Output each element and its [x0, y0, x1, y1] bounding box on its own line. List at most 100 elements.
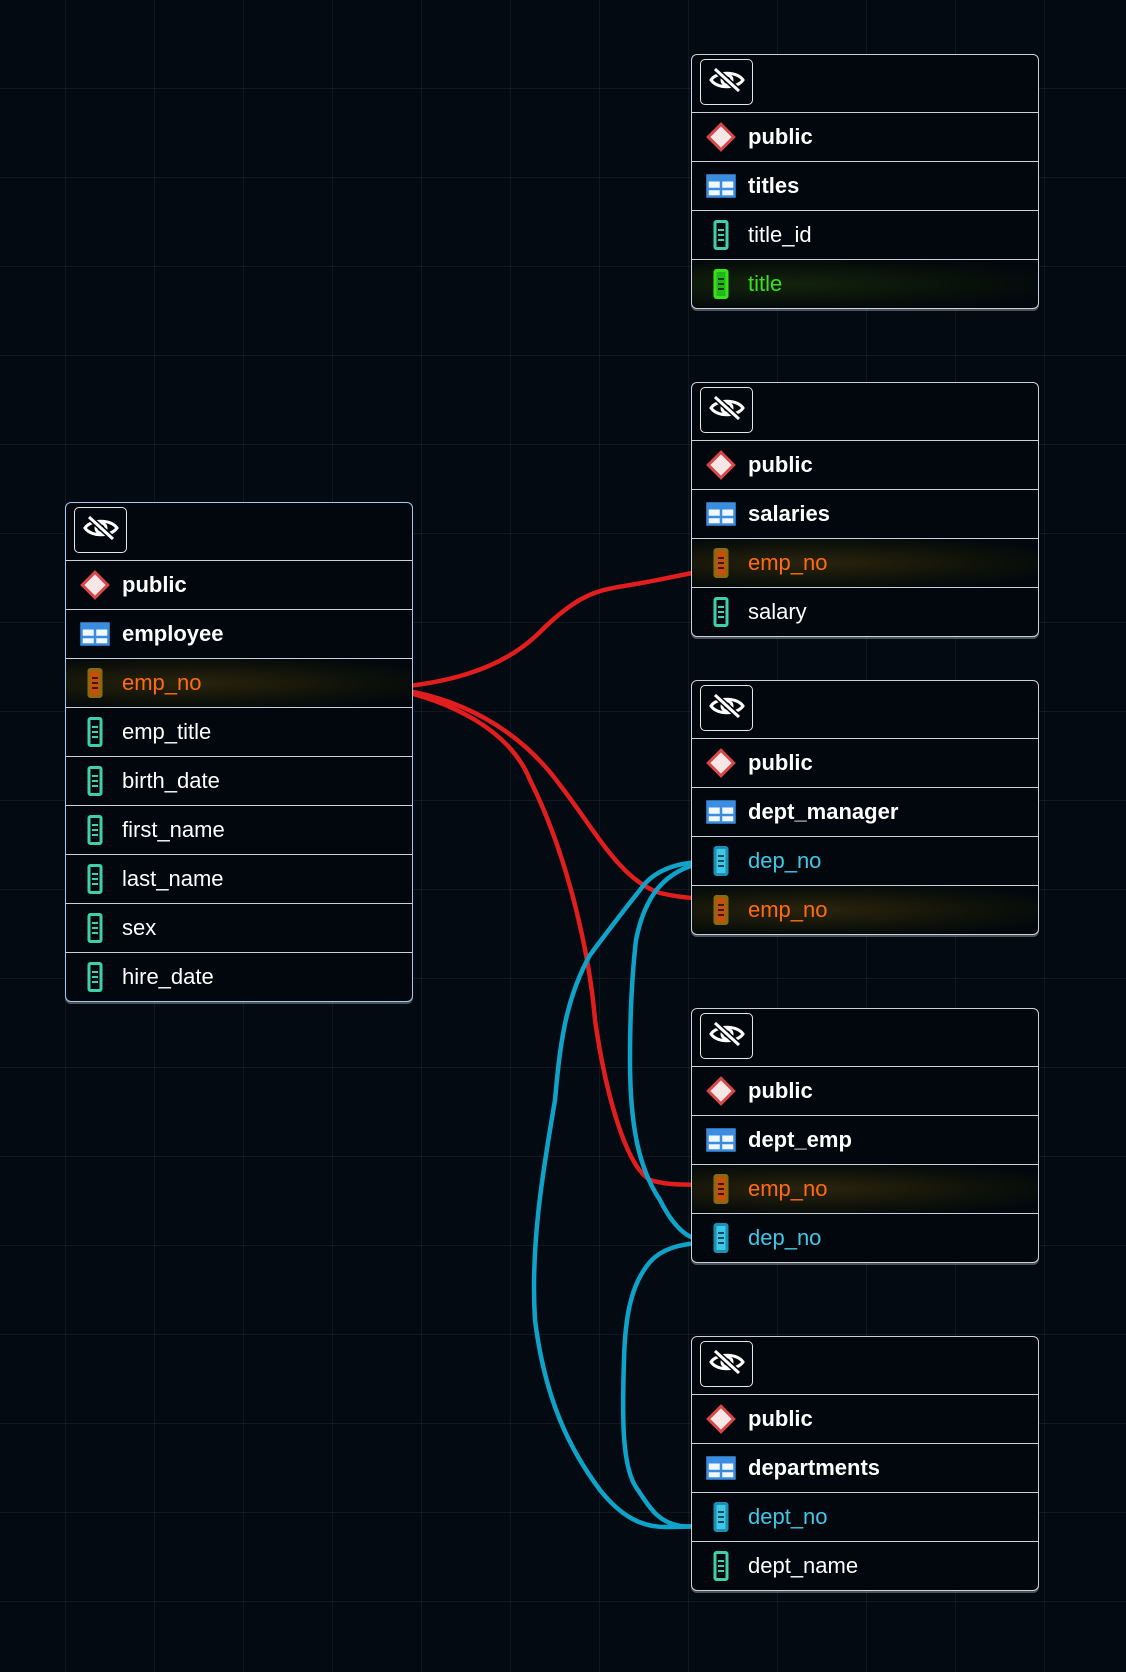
table-header: [692, 383, 1038, 441]
diamond-schema-icon: [80, 570, 110, 600]
column-row[interactable]: dept_name: [692, 1542, 1038, 1590]
schema-row[interactable]: public: [692, 1067, 1038, 1116]
link-employee-dept-manager[interactable]: [385, 685, 708, 902]
column-row[interactable]: salary: [692, 588, 1038, 636]
column-icon: [80, 668, 110, 698]
schema-row[interactable]: public: [66, 561, 412, 610]
column-icon: [706, 846, 736, 876]
column-name: dept_no: [748, 1504, 828, 1529]
schema-row[interactable]: public: [692, 441, 1038, 490]
table-name-row[interactable]: salaries: [692, 490, 1038, 539]
table-name-row[interactable]: employee: [66, 610, 412, 659]
column-name: sex: [122, 915, 157, 940]
column-row[interactable]: dept_no: [692, 1493, 1038, 1542]
table-departments[interactable]: public departments dept_no dept_name: [691, 1336, 1039, 1591]
column-icon: [706, 1223, 736, 1253]
hide-table-button[interactable]: [700, 685, 753, 731]
column-row[interactable]: dep_no: [692, 1214, 1038, 1262]
diamond-schema-icon: [706, 450, 736, 480]
column-icon: [706, 1502, 736, 1532]
schema-name: public: [748, 124, 813, 149]
eye-slash-icon: [708, 1348, 745, 1380]
table-dept-emp[interactable]: public dept_emp emp_no dep_no: [691, 1008, 1039, 1263]
table-header: [66, 503, 412, 561]
table-name: titles: [748, 173, 800, 198]
schema-row[interactable]: public: [692, 1395, 1038, 1444]
schema-name: public: [748, 1406, 813, 1431]
column-row[interactable]: emp_title: [66, 708, 412, 757]
column-row[interactable]: first_name: [66, 806, 412, 855]
column-name: dep_no: [748, 848, 822, 873]
hide-table-button[interactable]: [700, 59, 753, 105]
hide-table-button[interactable]: [700, 387, 753, 433]
column-row[interactable]: hire_date: [66, 953, 412, 1001]
column-row[interactable]: birth_date: [66, 757, 412, 806]
table-name: salaries: [748, 501, 830, 526]
table-grid-icon: [706, 171, 736, 201]
table-name-row[interactable]: departments: [692, 1444, 1038, 1493]
hide-table-button[interactable]: [700, 1013, 753, 1059]
table-employee[interactable]: public employee emp_no emp_title birth_d…: [65, 502, 413, 1002]
column-row[interactable]: sex: [66, 904, 412, 953]
column-name: dep_no: [748, 1225, 822, 1250]
column-icon: [80, 913, 110, 943]
column-icon: [80, 766, 110, 796]
table-header: [692, 1009, 1038, 1067]
eye-slash-icon: [708, 692, 745, 724]
diamond-schema-icon: [706, 122, 736, 152]
table-name-row[interactable]: titles: [692, 162, 1038, 211]
table-grid-icon: [80, 619, 110, 649]
column-icon: [706, 1551, 736, 1581]
table-grid-icon: [706, 1453, 736, 1483]
column-icon: [706, 220, 736, 250]
schema-name: public: [748, 750, 813, 775]
column-row[interactable]: emp_no: [66, 659, 412, 708]
column-row[interactable]: last_name: [66, 855, 412, 904]
column-icon: [706, 1174, 736, 1204]
column-icon: [706, 895, 736, 925]
column-name: emp_no: [748, 1176, 828, 1201]
column-name: hire_date: [122, 964, 214, 989]
link-employee-dept-emp[interactable]: [385, 685, 703, 1188]
link-employee-salaries[interactable]: [385, 567, 711, 691]
hide-table-button[interactable]: [74, 507, 127, 553]
schema-name: public: [748, 452, 813, 477]
column-name: first_name: [122, 817, 225, 842]
column-name: dept_name: [748, 1553, 859, 1578]
table-name-row[interactable]: dept_manager: [692, 788, 1038, 837]
schema-name: public: [748, 1078, 813, 1103]
column-name: emp_title: [122, 719, 212, 744]
hide-table-button[interactable]: [700, 1341, 753, 1387]
column-name: title: [748, 271, 783, 296]
table-header: [692, 681, 1038, 739]
column-name: emp_no: [122, 670, 202, 695]
table-name-row[interactable]: dept_emp: [692, 1116, 1038, 1165]
table-salaries[interactable]: public salaries emp_no salary: [691, 382, 1039, 637]
schema-row[interactable]: public: [692, 739, 1038, 788]
schema-row[interactable]: public: [692, 113, 1038, 162]
table-dept-manager[interactable]: public dept_manager dep_no emp_no: [691, 680, 1039, 935]
table-grid-icon: [706, 499, 736, 529]
link-departments-dept-manager[interactable]: [531, 859, 708, 1530]
diamond-schema-icon: [706, 1404, 736, 1434]
column-row[interactable]: title: [692, 260, 1038, 308]
diamond-schema-icon: [706, 748, 736, 778]
column-row[interactable]: dep_no: [692, 837, 1038, 886]
column-row[interactable]: emp_no: [692, 1165, 1038, 1214]
column-name: last_name: [122, 866, 224, 891]
column-row[interactable]: emp_no: [692, 539, 1038, 588]
table-name: dept_emp: [748, 1127, 852, 1152]
column-row[interactable]: emp_no: [692, 886, 1038, 934]
column-name: birth_date: [122, 768, 220, 793]
table-titles[interactable]: public titles title_id title: [691, 54, 1039, 309]
column-icon: [80, 962, 110, 992]
eye-slash-icon: [708, 1020, 745, 1052]
column-row[interactable]: title_id: [692, 211, 1038, 260]
table-grid-icon: [706, 1125, 736, 1155]
column-icon: [80, 717, 110, 747]
eye-slash-icon: [708, 66, 745, 98]
column-name: emp_no: [748, 897, 828, 922]
column-icon: [80, 815, 110, 845]
diamond-schema-icon: [706, 1076, 736, 1106]
column-name: emp_no: [748, 550, 828, 575]
